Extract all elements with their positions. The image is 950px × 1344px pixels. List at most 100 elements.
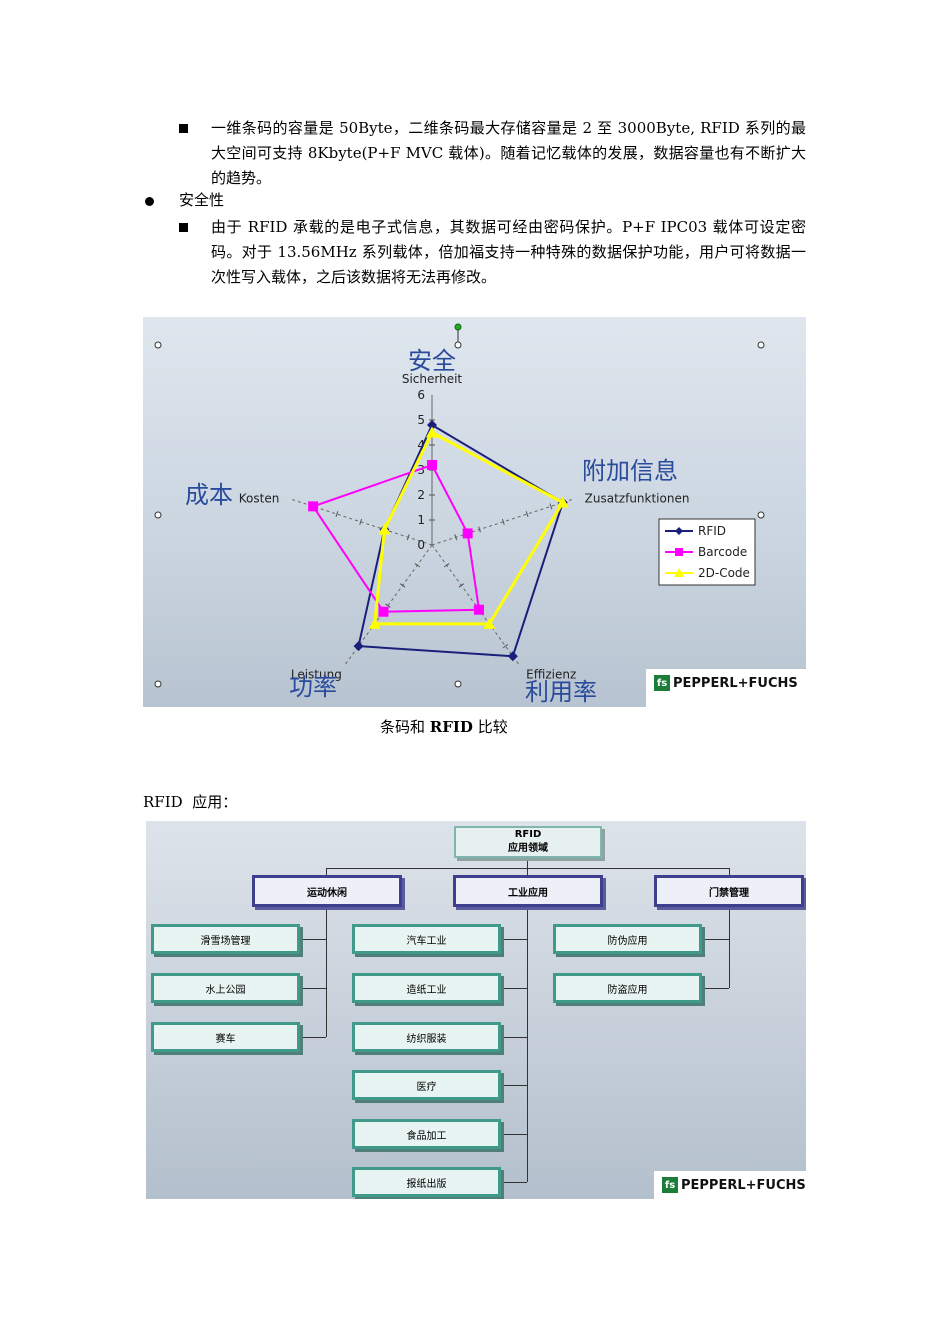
pepperl-fuchs-logo: fs PEPPERL+FUCHS xyxy=(646,669,806,707)
radar-tick xyxy=(478,526,481,533)
connector-line xyxy=(501,988,527,989)
radar-tick xyxy=(443,563,450,568)
radar-point xyxy=(427,420,437,430)
radar-axis-label-de: Kosten xyxy=(239,492,280,506)
security-heading: 安全性 xyxy=(179,191,225,209)
radar-tick-label: 6 xyxy=(417,388,425,402)
leaf-racing: 赛车 xyxy=(151,1022,300,1052)
connector-line xyxy=(501,1085,527,1086)
radar-axis-label-cn: 安全 xyxy=(408,347,456,375)
capacity-paragraph: 一维条码的容量是 50Byte，二维条码最大存储容量是 2 至 3000Byte… xyxy=(211,119,806,187)
radar-point xyxy=(308,501,319,512)
connector-line xyxy=(501,1134,527,1135)
pf-logo-icon: fs xyxy=(662,1177,678,1193)
radar-tick xyxy=(385,603,391,608)
square-bullet-icon xyxy=(179,124,188,133)
radar-tick xyxy=(406,534,410,541)
round-bullet-icon xyxy=(145,197,154,206)
connector-line xyxy=(501,1182,527,1183)
rotation-handle xyxy=(454,323,462,331)
connector-line xyxy=(300,988,326,989)
selection-handle xyxy=(454,680,462,688)
selection-handle xyxy=(454,341,462,349)
radar-tick xyxy=(414,563,421,568)
radar-point xyxy=(378,606,389,617)
radar-tick xyxy=(458,583,465,588)
leaf-anti-theft: 防盗应用 xyxy=(553,973,702,1003)
logo-text: PEPPERL+FUCHS xyxy=(681,1177,806,1193)
radar-axis-label-cn: 利用率 xyxy=(525,678,597,706)
legend-marker xyxy=(674,568,684,577)
connector-line xyxy=(527,856,528,868)
leaf-food-processing: 食品加工 xyxy=(352,1119,501,1149)
radar-point xyxy=(426,426,438,438)
leaf-medical: 医疗 xyxy=(352,1070,501,1100)
connector-line xyxy=(702,988,729,989)
selection-handle xyxy=(757,341,765,349)
pf-logo-icon: fs xyxy=(654,675,670,691)
radar-axis-label-de: Zusatzfunktionen xyxy=(585,492,690,506)
rfid-root-node: RFID 应用领域 xyxy=(454,826,602,858)
selection-handle xyxy=(757,511,765,519)
square-bullet-icon xyxy=(179,223,188,232)
leaf-automotive: 汽车工业 xyxy=(352,924,501,954)
radar-series-line xyxy=(311,463,481,613)
connector-line xyxy=(729,868,730,876)
connector-line xyxy=(729,907,730,988)
rfid-application-chart: RFID 应用领域 运动休闲 工业应用 门禁管理 滑雪场管理 水上公园 赛车 汽… xyxy=(146,821,806,1199)
leaf-anti-counterfeit: 防伪应用 xyxy=(553,924,702,954)
selection-handle xyxy=(154,511,162,519)
category-access-control: 门禁管理 xyxy=(654,875,804,907)
leaf-paper-industry: 造纸工业 xyxy=(352,973,501,1003)
connector-line xyxy=(326,907,327,1037)
leaf-water-park: 水上公园 xyxy=(151,973,300,1003)
radar-tick-label: 3 xyxy=(417,463,425,477)
radar-axis-label-cn: 附加信息 xyxy=(582,457,678,485)
rfid-application-heading: RFID 应用： xyxy=(143,793,238,811)
legend-marker xyxy=(675,548,683,556)
radar-point xyxy=(507,651,518,662)
radar-series-line xyxy=(357,423,564,658)
radar-axis-label-de: Leistung xyxy=(291,667,342,681)
selection-handle xyxy=(154,680,162,688)
legend-marker xyxy=(675,527,683,535)
connector-line xyxy=(527,907,528,1182)
radar-tick-label: 1 xyxy=(417,513,425,527)
radar-tick xyxy=(399,583,406,588)
connector-line xyxy=(300,1037,326,1038)
radar-tick xyxy=(454,534,458,541)
radar-chart: 0123456Sicherheit安全Zusatzfunktionen附加信息E… xyxy=(154,323,765,706)
selection-handle xyxy=(154,341,162,349)
legend-label: Barcode xyxy=(698,545,747,559)
radar-tick xyxy=(335,511,339,518)
pepperl-fuchs-logo: fs PEPPERL+FUCHS xyxy=(654,1171,806,1199)
radar-point xyxy=(556,496,569,508)
radar-tick xyxy=(525,511,529,518)
category-sports-leisure: 运动休闲 xyxy=(252,875,402,907)
radar-point xyxy=(368,617,381,629)
radar-tick xyxy=(359,518,363,525)
radar-tick-label: 0 xyxy=(417,538,425,552)
connector-line xyxy=(702,939,729,940)
connector-line xyxy=(501,1037,527,1038)
radar-tick xyxy=(502,643,509,649)
legend-label: RFID xyxy=(698,524,726,538)
radar-point xyxy=(462,528,473,539)
figure1-caption: 条码和 RFID 比较 xyxy=(380,718,508,736)
connector-line xyxy=(527,868,528,876)
category-industrial: 工业应用 xyxy=(453,875,603,907)
radar-axis-label-cn: 成本 xyxy=(185,481,233,509)
logo-text: PEPPERL+FUCHS xyxy=(673,675,798,691)
connector-line xyxy=(326,868,327,876)
security-paragraph: 由于 RFID 承载的是电子式信息，其数据可经由密码保护。P+F IPC03 载… xyxy=(211,218,806,286)
radar-series-line xyxy=(373,430,565,626)
radar-tick-label: 2 xyxy=(417,488,425,502)
radar-axis-label-cn: 功率 xyxy=(289,673,337,701)
radar-tick xyxy=(549,503,553,510)
radar-point xyxy=(474,604,485,615)
radar-point xyxy=(427,460,437,470)
leaf-newspaper: 报纸出版 xyxy=(352,1167,501,1197)
radar-tick-label: 5 xyxy=(417,413,425,427)
connector-line xyxy=(501,939,527,940)
